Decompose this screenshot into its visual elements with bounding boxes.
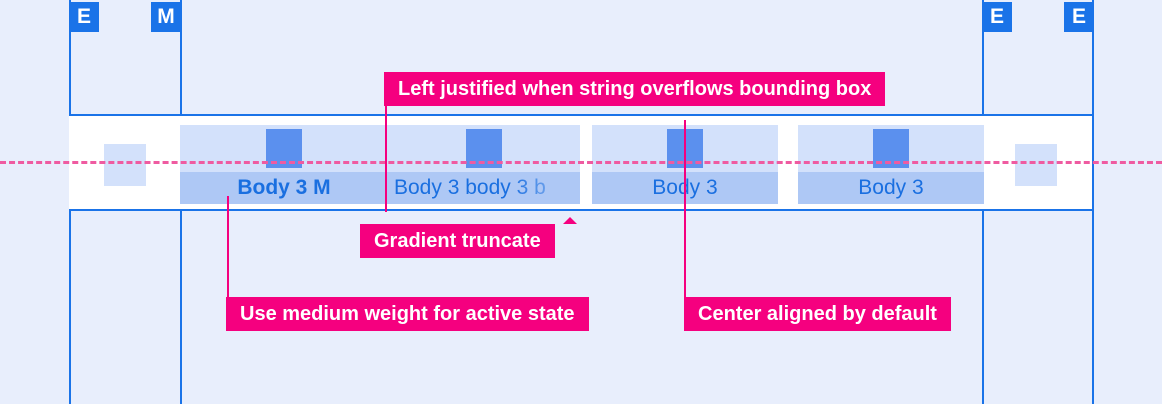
edge-padding-block-right (1015, 144, 1057, 186)
tab-icon-area-4 (798, 125, 984, 172)
marker-badge-e-right-inner: E (982, 2, 1012, 32)
tab-label-4: Body 3 (858, 176, 924, 199)
tab-item-4[interactable]: Body 3 (798, 125, 984, 204)
tab-label-area-1: Body 3 M (180, 172, 388, 204)
edge-padding-block-left (104, 144, 146, 186)
tab-label-1: Body 3 M (237, 176, 331, 199)
guide-right-outer (1092, 0, 1094, 404)
callout-gradient-truncate: Gradient truncate (360, 224, 555, 258)
callout-left-justified: Left justified when string overflows bou… (384, 72, 886, 106)
tab-item-2[interactable]: Body 3 body 3 b (388, 125, 580, 204)
connector-medium-weight (227, 196, 229, 311)
connector-left-justified (385, 72, 387, 212)
marker-badge-e-left-outer: E (69, 2, 99, 32)
callout-gradient-truncate-pointer (563, 217, 577, 224)
vertical-center-guideline (0, 161, 1162, 164)
marker-badge-m-left-inner: M (151, 2, 181, 32)
tab-label-2: Body 3 body 3 b (394, 176, 546, 199)
callout-center-aligned: Center aligned by default (684, 297, 951, 331)
tab-bar-component: Body 3 M Body 3 body 3 b Body 3 (69, 114, 1092, 211)
tab-item-1[interactable]: Body 3 M (180, 125, 388, 204)
tab-label-area-2: Body 3 body 3 b (388, 172, 580, 204)
marker-badge-e-right-outer: E (1064, 2, 1094, 32)
tab-icon-area-1 (180, 125, 388, 172)
callout-medium-weight: Use medium weight for active state (226, 297, 589, 331)
tab-icon-area-2 (388, 125, 580, 172)
tab-label-area-4: Body 3 (798, 172, 984, 204)
connector-center-aligned (684, 120, 686, 311)
